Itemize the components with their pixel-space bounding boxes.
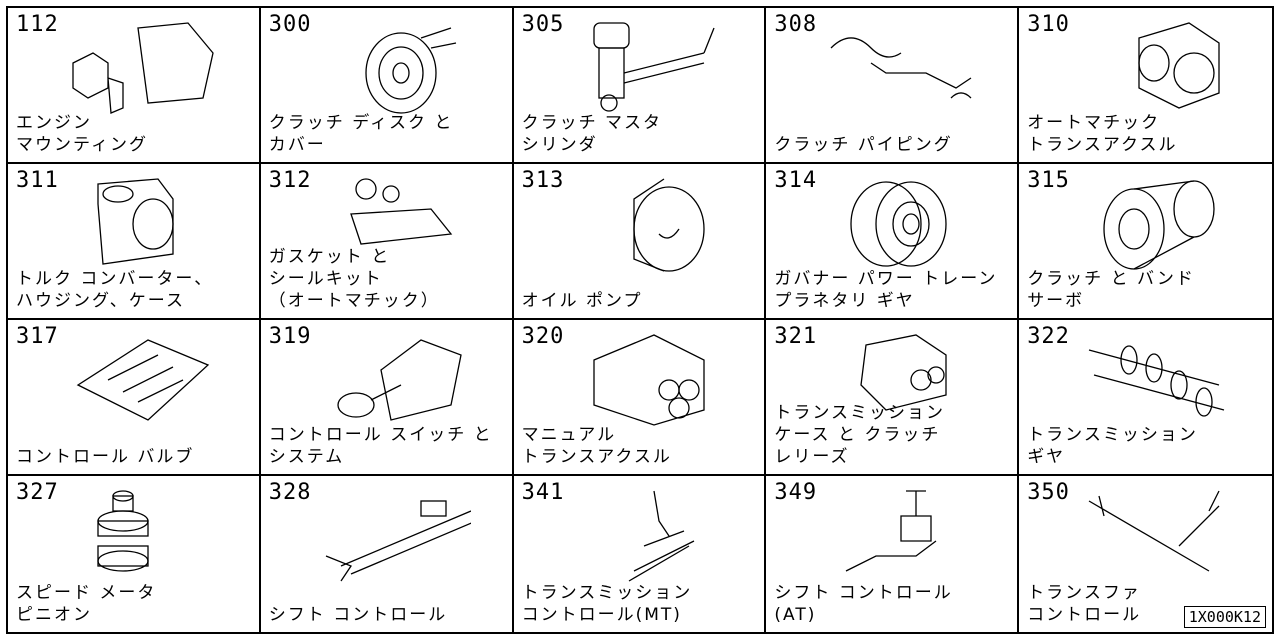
part-label: トルク コンバーター、 ハウジング、ケース: [16, 269, 214, 311]
part-code: 314: [774, 168, 818, 193]
part-cell-312[interactable]: 312 ガスケット と シールキット （オートマチック）: [260, 164, 514, 320]
part-cell-305[interactable]: 305 クラッチ マスタ シリンダ: [513, 8, 767, 164]
parts-catalog-grid: 112 エンジン マウンティング 300 クラッチ ディスク と カバー 305…: [6, 6, 1274, 634]
part-cell-321[interactable]: 321 トランスミッション ケース と クラッチ レリーズ: [766, 320, 1020, 476]
part-label: オイル ポンプ: [521, 291, 643, 311]
part-code: 305: [521, 12, 565, 37]
shift-control-icon: [321, 486, 482, 586]
part-code: 350: [1027, 480, 1070, 505]
part-cell-350[interactable]: 350 トランスファ コントロール 1X000K12: [1019, 476, 1272, 632]
part-code: 320: [521, 324, 565, 349]
part-code: 319: [268, 324, 312, 349]
part-code: 112: [16, 12, 59, 37]
transmission-case-icon: [826, 330, 976, 430]
catalog-id-stamp: 1X000K12: [1183, 606, 1266, 628]
part-code: 311: [16, 168, 59, 193]
part-label: トランスミッション ケース と クラッチ レリーズ: [774, 403, 946, 467]
transmission-control-mt-icon: [574, 486, 724, 586]
part-label: スピード メータ ピニオン: [16, 583, 157, 625]
part-cell-322[interactable]: 322 トランスミッション ギヤ: [1019, 320, 1272, 476]
control-switch-icon: [321, 330, 471, 430]
torque-converter-icon: [68, 174, 218, 274]
clutch-band-servo-icon: [1079, 174, 1229, 274]
part-cell-308[interactable]: 308 クラッチ パイピング: [766, 8, 1020, 164]
part-code: 313: [521, 168, 565, 193]
part-cell-313[interactable]: 313 オイル ポンプ: [513, 164, 767, 320]
part-label: トランスミッション ギヤ: [1027, 425, 1198, 467]
planetary-gear-icon: [826, 174, 976, 274]
part-cell-349[interactable]: 349 シフト コントロール (AT): [766, 476, 1020, 632]
part-cell-300[interactable]: 300 クラッチ ディスク と カバー: [260, 8, 514, 164]
part-code: 341: [521, 480, 565, 505]
part-code: 300: [268, 12, 312, 37]
part-code: 312: [268, 168, 312, 193]
shift-control-at-icon: [826, 486, 976, 586]
part-cell-327[interactable]: 327 スピード メータ ピニオン: [8, 476, 261, 632]
manual-transaxle-icon: [574, 330, 724, 430]
part-label: シフト コントロール (AT): [774, 583, 953, 625]
part-code: 317: [16, 324, 59, 349]
part-code: 327: [16, 480, 59, 505]
part-label: ガバナー パワー トレーン プラネタリ ギヤ: [774, 269, 998, 311]
speedometer-pinion-icon: [68, 486, 218, 586]
part-code: 321: [774, 324, 818, 349]
part-cell-310[interactable]: 310 オートマチック トランスアクスル: [1019, 8, 1272, 164]
part-cell-328[interactable]: 328 シフト コントロール: [261, 476, 514, 632]
part-label: ガスケット と シールキット （オートマチック）: [268, 247, 440, 311]
master-cylinder-icon: [574, 18, 724, 118]
clutch-disc-icon: [321, 18, 471, 118]
clutch-piping-icon: [826, 18, 976, 118]
oil-pump-icon: [574, 174, 724, 274]
part-cell-341[interactable]: 341 トランスミッション コントロール(MT): [514, 476, 767, 632]
part-code: 328: [268, 480, 312, 505]
part-label: エンジン マウンティング: [16, 113, 148, 155]
part-code: 310: [1027, 12, 1070, 37]
part-code: 315: [1027, 168, 1070, 193]
part-cell-112[interactable]: 112 エンジン マウンティング: [8, 8, 261, 164]
part-label: クラッチ マスタ シリンダ: [521, 113, 662, 155]
gasket-seal-kit-icon: [321, 174, 471, 274]
part-cell-317[interactable]: 317 コントロール バルブ: [8, 320, 261, 476]
part-cell-320[interactable]: 320 マニュアル トランスアクスル: [513, 320, 767, 476]
transmission-gear-icon: [1079, 330, 1229, 430]
part-code: 322: [1027, 324, 1070, 349]
part-cell-314[interactable]: 314 ガバナー パワー トレーン プラネタリ ギヤ: [766, 164, 1020, 320]
part-label: トランスファ コントロール: [1027, 583, 1142, 625]
part-cell-319[interactable]: 319 コントロール スイッチ と システム: [260, 320, 514, 476]
part-label: トランスミッション コントロール(MT): [521, 583, 693, 625]
part-label: コントロール スイッチ と システム: [268, 425, 493, 467]
part-label: シフト コントロール: [268, 605, 448, 625]
part-cell-311[interactable]: 311 トルク コンバーター、 ハウジング、ケース: [8, 164, 261, 320]
part-label: マニュアル トランスアクスル: [521, 425, 672, 467]
engine-mount-icon: [68, 18, 218, 118]
part-code: 308: [774, 12, 818, 37]
part-label: コントロール バルブ: [16, 447, 195, 467]
control-valve-icon: [68, 330, 218, 430]
part-cell-315[interactable]: 315 クラッチ と バンド サーボ: [1019, 164, 1272, 320]
transfer-control-icon: [1079, 486, 1229, 586]
part-label: クラッチ と バンド サーボ: [1027, 269, 1195, 311]
part-code: 349: [774, 480, 818, 505]
part-label: クラッチ ディスク と カバー: [268, 113, 454, 155]
part-label: オートマチック トランスアクスル: [1027, 113, 1178, 155]
automatic-transaxle-icon: [1079, 18, 1229, 118]
part-label: クラッチ パイピング: [774, 135, 953, 155]
